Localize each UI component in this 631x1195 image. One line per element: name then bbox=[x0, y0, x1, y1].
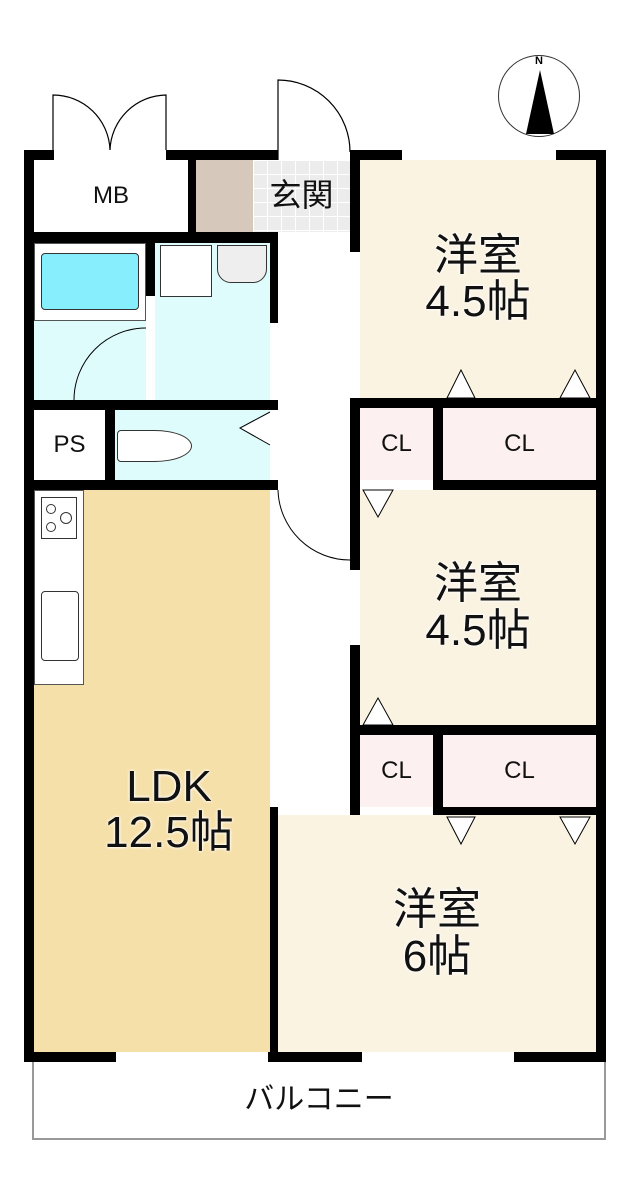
closet-1b[interactable]: CL bbox=[443, 408, 596, 480]
western-room-2[interactable]: 洋室 4.5帖 bbox=[360, 490, 596, 725]
toilet-door bbox=[238, 411, 271, 446]
hallway[interactable] bbox=[277, 243, 351, 561]
closet-2b[interactable]: CL bbox=[443, 735, 596, 807]
hall-door bbox=[277, 489, 351, 561]
balcony[interactable]: バルコニー bbox=[32, 1062, 606, 1140]
western-room-1[interactable]: 洋室 4.5帖 bbox=[360, 160, 596, 398]
ps-room: PS bbox=[53, 431, 86, 459]
toilet bbox=[117, 430, 192, 462]
washbasin bbox=[217, 245, 267, 283]
bath-door bbox=[73, 327, 147, 401]
ldk-label: LDK 12.5帖 bbox=[104, 761, 234, 857]
bathtub bbox=[41, 253, 139, 310]
stove-icon bbox=[41, 497, 77, 539]
sink-icon bbox=[41, 591, 79, 661]
mb-room: MB bbox=[93, 182, 129, 210]
compass-label: N bbox=[535, 55, 543, 67]
washroom[interactable] bbox=[155, 243, 270, 400]
washing-machine-space bbox=[160, 245, 212, 297]
kitchen-counter bbox=[34, 490, 84, 685]
bathroom[interactable] bbox=[34, 243, 147, 401]
toilet-room[interactable] bbox=[115, 410, 271, 480]
compass: N bbox=[498, 55, 580, 137]
western-room-3[interactable]: 洋室 6帖 bbox=[278, 815, 596, 1052]
mb-double-door bbox=[52, 79, 351, 160]
genkan[interactable]: 玄関 bbox=[253, 160, 350, 232]
shoe-cabinet bbox=[196, 160, 253, 232]
closet-2a[interactable]: CL bbox=[360, 735, 433, 807]
north-arrow-icon bbox=[526, 70, 554, 134]
closet-1a[interactable]: CL bbox=[360, 408, 433, 480]
